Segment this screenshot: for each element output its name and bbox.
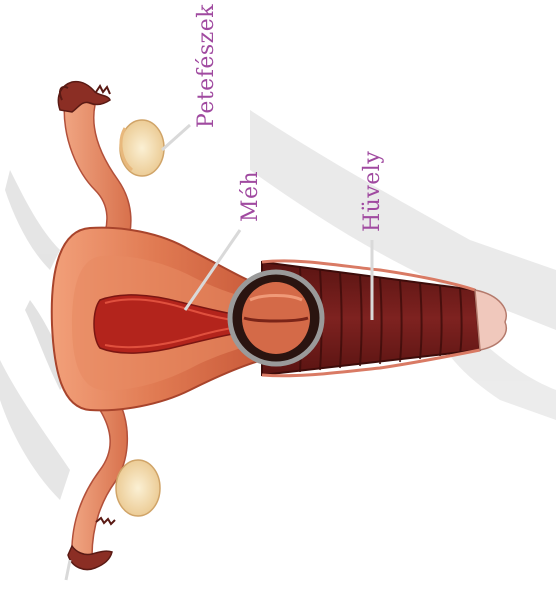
- label-ovary: Petefészek: [194, 4, 219, 128]
- label-vagina: Hüvely: [360, 151, 385, 232]
- label-uterus: Méh: [238, 171, 263, 222]
- leader-line-lower: [66, 560, 70, 580]
- cervix-detail: [230, 272, 322, 364]
- lower-ovary: [116, 460, 160, 516]
- upper-fallopian-tube: [58, 82, 131, 250]
- upper-ovary: [120, 120, 164, 176]
- leader-line-ovary: [162, 125, 190, 150]
